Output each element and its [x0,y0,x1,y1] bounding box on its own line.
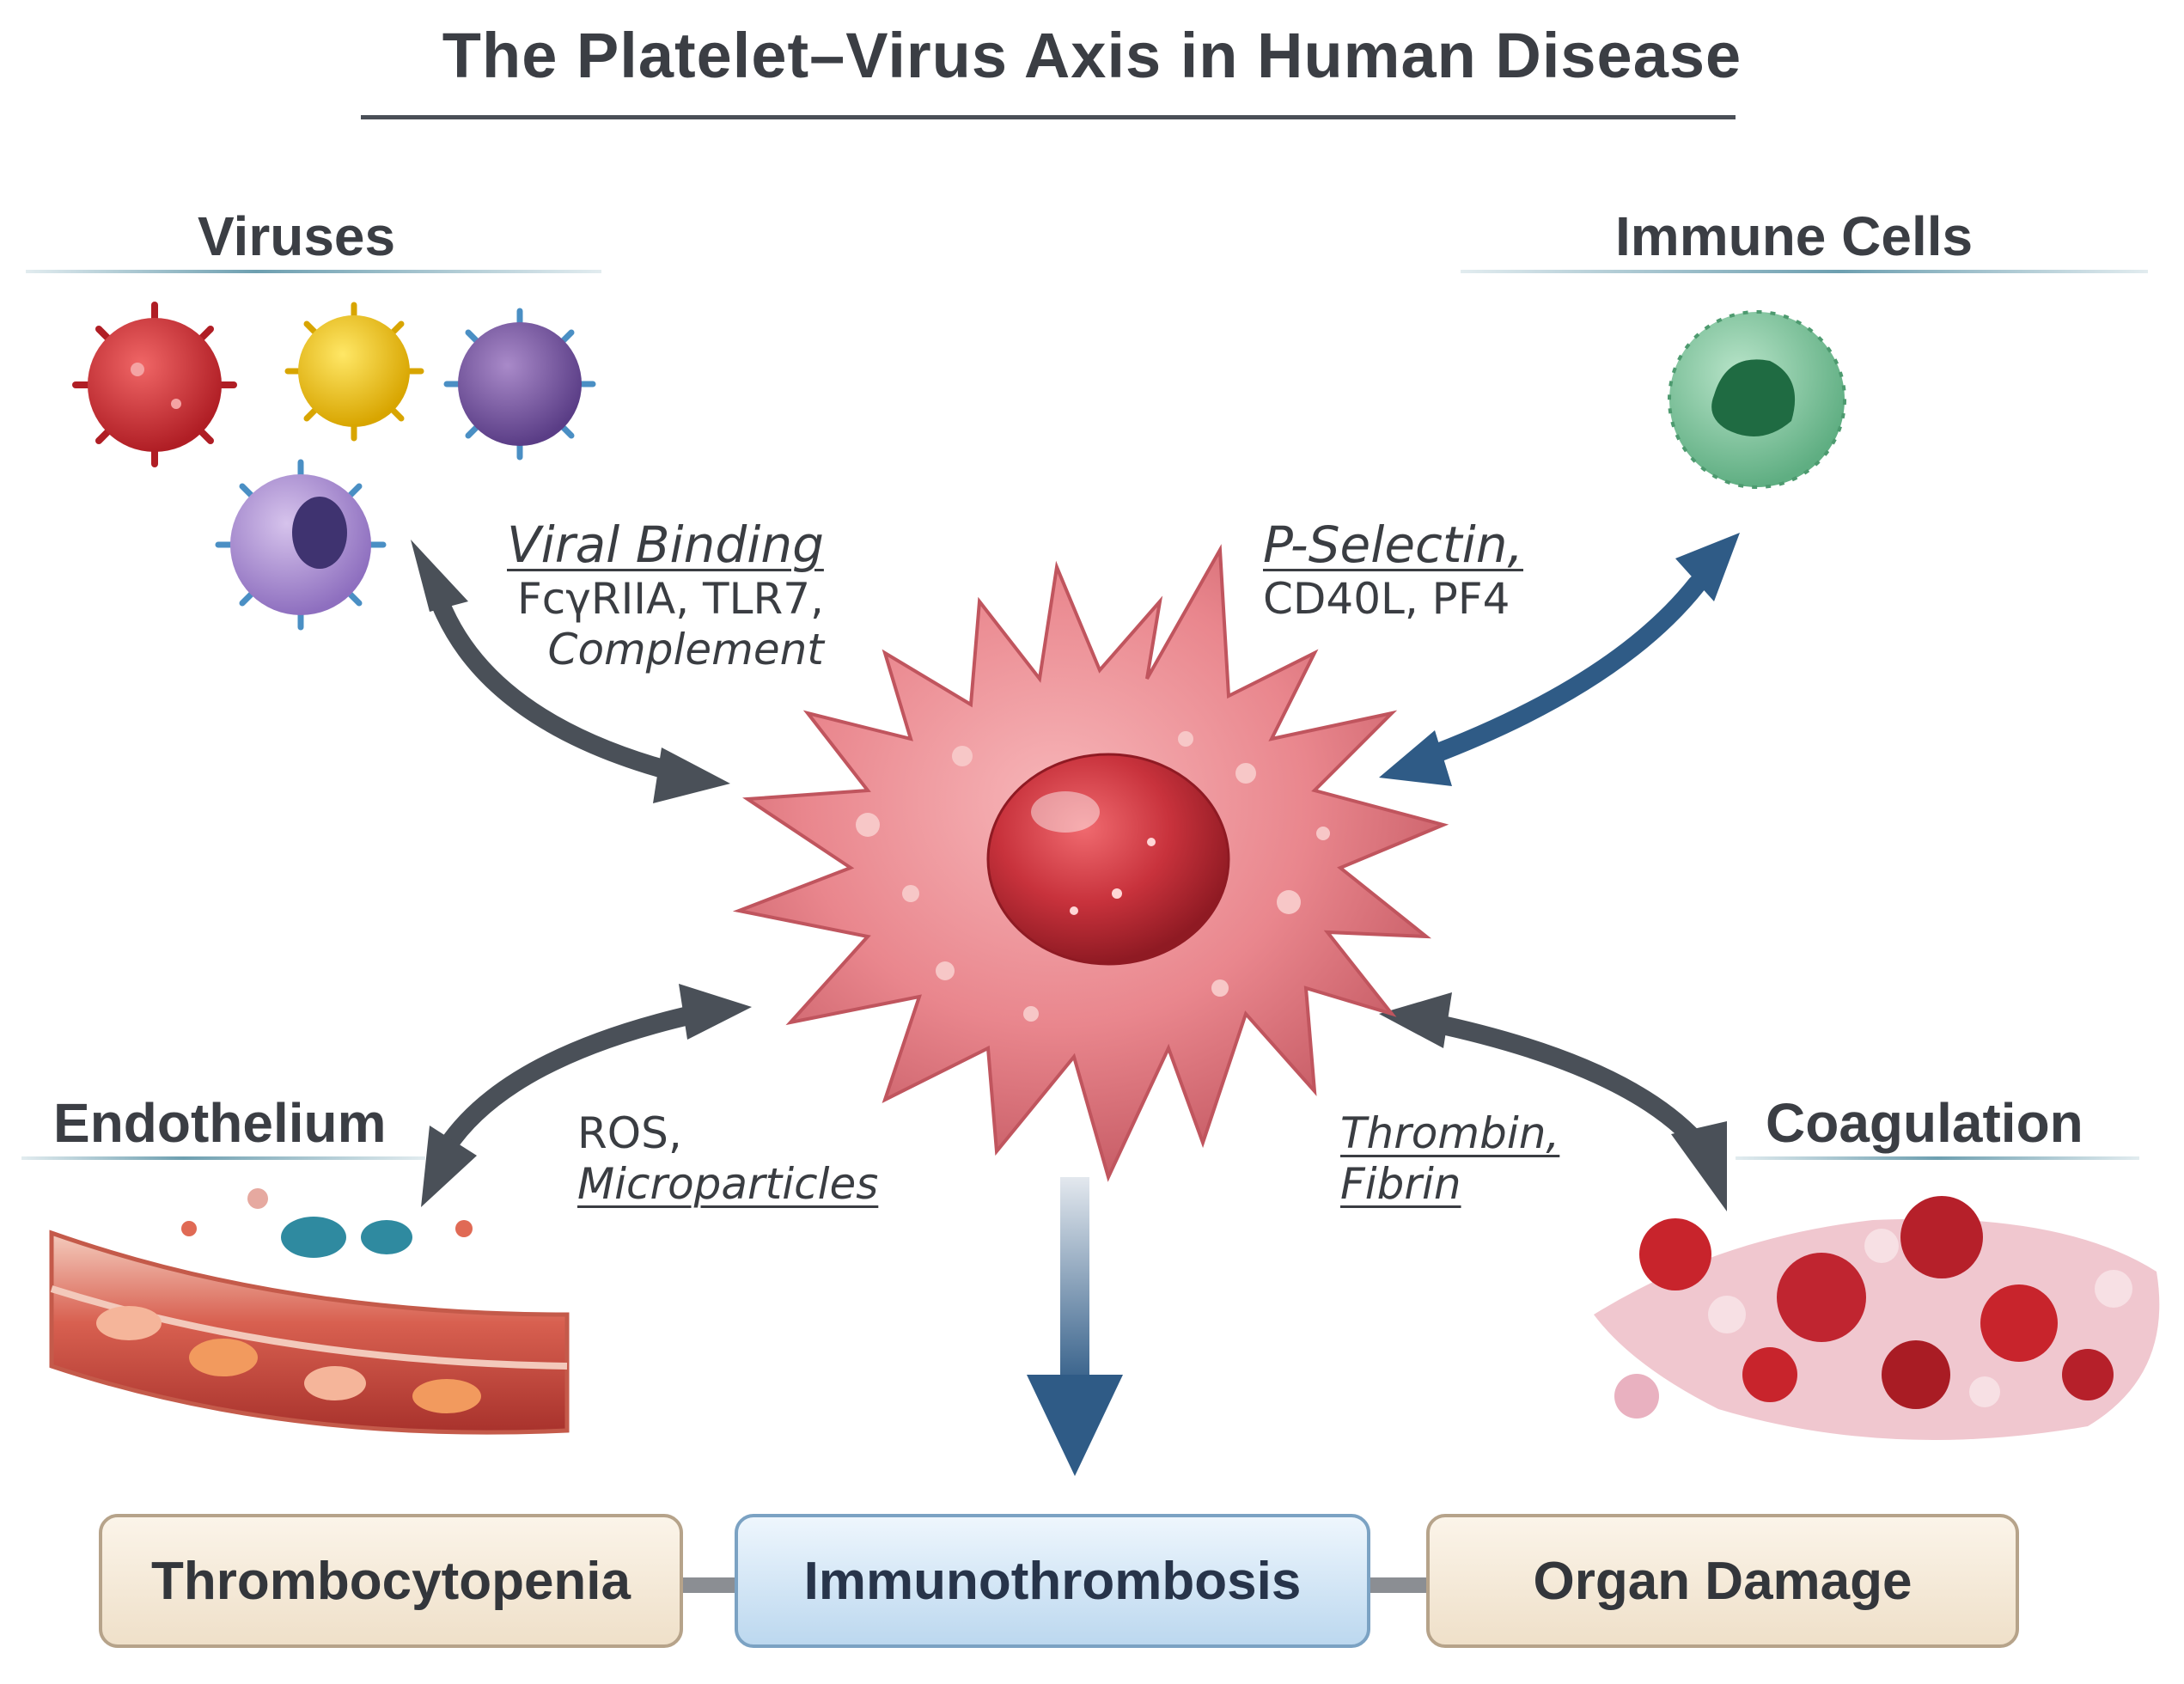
clot-illustration [1594,1196,2160,1440]
viral-binding-line2: Complement [547,625,824,675]
coagulation-label: Coagulation [1766,1092,2083,1154]
viral-binding-annotation: Viral Binding FcγRIIA, TLR7, Complement [507,516,824,675]
virus-yellow-icon [284,302,424,442]
viruses-label: Viruses [198,205,396,267]
outcome-thrombocytopenia: Thrombocytopenia [99,1514,683,1648]
p-selectin-heading: P-Selectin, [1263,516,1523,574]
viruses-rule [26,270,601,273]
thrombin-line2: Fibrin [1340,1159,1461,1209]
coagulation-platelet-arrow [1379,992,1727,1211]
outcome-immunothrombosis: Immunothrombosis [735,1514,1370,1648]
ros-line1: ROS, [577,1108,682,1158]
endothelium-platelet-arrow [421,984,752,1207]
outcome-organ-damage: Organ Damage [1426,1514,2019,1648]
ros-annotation: ROS, Microparticles [577,1108,878,1210]
immune-cells-rule [1461,270,2148,273]
viral-binding-heading: Viral Binding [507,516,824,574]
platelet-illustration [732,544,1449,1182]
endothelium-label: Endothelium [53,1092,387,1154]
virus-purple-icon [443,308,596,461]
immune-cells-label: Immune Cells [1615,205,1974,267]
immune-cell-icon [1668,310,1846,489]
coagulation-rule [1736,1156,2139,1160]
outcome-arrow [1027,1177,1123,1476]
outcome-connector-right [1368,1577,1428,1593]
virus-lilac-icon [215,459,387,631]
immune-platelet-arrow [1379,533,1740,786]
virus-red-icon [72,302,237,467]
thrombin-annotation: Thrombin, Fibrin [1340,1108,1559,1210]
viruses-platelet-arrow [411,540,730,803]
page-title: The Platelet–Virus Axis in Human Disease [442,20,1742,91]
ros-line2: Microparticles [577,1159,879,1209]
p-selectin-annotation: P-Selectin, CD40L, PF4 [1263,516,1523,625]
thrombin-line1: Thrombin, [1340,1108,1560,1158]
viral-binding-line1: FcγRIIA, TLR7, [516,574,824,625]
outcome-connector-left [679,1577,739,1593]
p-selectin-line1: CD40L, PF4 [1263,574,1510,625]
title-underline [361,115,1736,119]
endothelium-rule [21,1156,425,1160]
endothelium-illustration [49,1188,570,1435]
